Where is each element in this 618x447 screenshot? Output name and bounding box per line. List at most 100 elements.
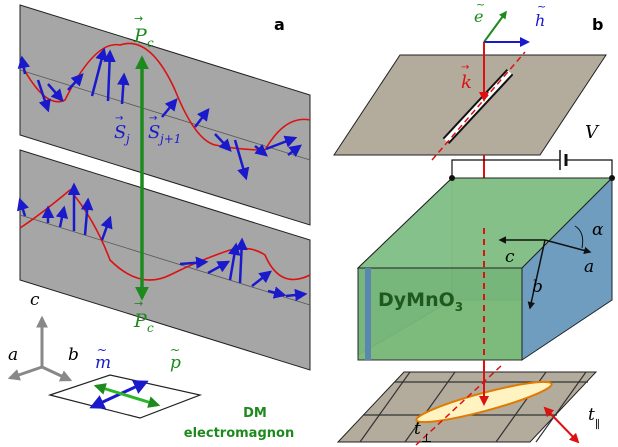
crystal-axis-a-line xyxy=(544,239,592,255)
m-label: m xyxy=(95,353,111,373)
t-parallel-arrow xyxy=(543,406,580,444)
h-tilde: ~ xyxy=(537,0,546,13)
spin-arrow-icon xyxy=(17,55,30,75)
panel-b: b ~ e ~ h → k V xyxy=(333,0,615,446)
spin-arrow-icon xyxy=(267,286,287,299)
t-par-symbol: t xyxy=(588,405,595,425)
crystal-right-face xyxy=(521,176,613,361)
spin-j-arrow: → xyxy=(115,113,123,124)
dm-label-line1: DM xyxy=(243,406,267,421)
crystal-axis-c-label: c xyxy=(505,247,515,267)
grid-line-v2 xyxy=(404,371,456,443)
voltage-circuit xyxy=(451,150,613,178)
spin-arrow-icon xyxy=(285,288,308,302)
e-label: e xyxy=(474,7,483,26)
spin-arrow-icon xyxy=(80,197,94,236)
spin-arrow-icon xyxy=(47,83,64,102)
spin-arrow-icon xyxy=(287,144,302,157)
pc-top-symbol: P xyxy=(133,25,148,47)
spin-arrow-icon xyxy=(214,133,232,152)
spin-arrow-icon xyxy=(117,72,130,105)
axis-triad-icon xyxy=(7,315,73,382)
m-tilde: ~ xyxy=(97,343,107,357)
crystal-label: DyMnO3 xyxy=(378,289,463,314)
spin-arrow-icon xyxy=(55,205,69,228)
spin-arrow-icon xyxy=(90,47,108,97)
spin-j-label: → S j xyxy=(114,113,130,146)
axis-c-label: c xyxy=(30,290,40,310)
pc-top-subscript: c xyxy=(147,36,154,50)
axis-a-label: a xyxy=(8,345,18,365)
crystal-subscript: 3 xyxy=(455,300,463,314)
p-label: p xyxy=(170,353,181,373)
spin-arrows-top xyxy=(17,47,302,181)
dm-label-line2: electromagnon xyxy=(184,426,294,441)
wire-left xyxy=(451,159,560,178)
spin-j1-subscript: j+1 xyxy=(157,132,181,146)
pc-bottom-label: → P c xyxy=(133,297,154,335)
electrode-dot-right xyxy=(609,175,615,181)
spin-j1-arrow: → xyxy=(149,113,157,124)
spin-arrow-icon xyxy=(251,270,272,287)
spin-arrow-icon xyxy=(17,197,29,217)
pc-top-arrow: → xyxy=(134,12,143,25)
spin-j-subscript: j xyxy=(123,132,130,146)
e-tilde: ~ xyxy=(476,0,485,11)
spin-arrow-icon xyxy=(233,139,250,181)
spin-arrow-icon xyxy=(67,73,84,91)
spin-arrow-icon xyxy=(194,108,210,128)
axis-b-line xyxy=(41,365,73,382)
spin-arrow-icon xyxy=(254,143,268,157)
grid-line-v1 xyxy=(359,371,411,443)
spin-arrow-icon xyxy=(100,215,113,241)
spin-arrow-icon xyxy=(161,98,178,118)
spin-arrow-icon xyxy=(265,135,298,151)
spin-arrow-icon xyxy=(179,256,209,269)
panel-a-letter: a xyxy=(274,15,285,34)
alpha-label: α xyxy=(592,220,604,240)
crystal-axis-b-label: b xyxy=(532,277,543,297)
electrode-dot-left xyxy=(449,175,455,181)
spin-j1-symbol: S xyxy=(148,122,160,143)
t-par-label: t∥ xyxy=(588,405,600,431)
t-perp-symbol: t xyxy=(414,419,421,439)
chain-axis-bottom xyxy=(19,214,311,306)
crystal-axis-b-line xyxy=(527,239,546,310)
p-vector-arrow xyxy=(93,383,161,408)
k-label: k xyxy=(461,72,472,93)
spin-arrow-icon xyxy=(228,242,241,281)
pc-top-label: → P c xyxy=(133,12,154,50)
axis-b-label: b xyxy=(68,345,79,365)
h-label: h xyxy=(535,11,545,30)
spin-j-symbol: S xyxy=(114,122,126,143)
axis-a-line xyxy=(7,365,43,381)
spin-arrow-icon xyxy=(103,49,116,102)
crystal-name: DyMnO xyxy=(378,289,455,311)
pc-bottom-arrow: → xyxy=(134,297,143,310)
panel-b-letter: b xyxy=(592,15,603,34)
spin-arrow-icon xyxy=(235,237,248,284)
pc-bottom-subscript: c xyxy=(147,321,154,335)
e-axis-arrow xyxy=(483,10,507,43)
t-perp-subscript: ⊥ xyxy=(421,431,432,445)
crystal-axis-a-label: a xyxy=(584,257,594,277)
alpha-arc xyxy=(574,225,584,249)
spin-arrow-icon xyxy=(207,260,231,275)
mode-diamond xyxy=(47,374,203,419)
polarizer-axis-dashed xyxy=(431,51,526,161)
wire-right xyxy=(566,159,613,178)
polarizer-plate xyxy=(333,54,607,156)
crystal-axes xyxy=(498,236,592,310)
spin-arrows-bottom xyxy=(17,182,308,302)
p-tilde: ~ xyxy=(170,343,180,357)
t-perp-label: t⊥ xyxy=(414,419,432,445)
spin-arrow-icon xyxy=(36,79,51,113)
crystal-front-face xyxy=(357,267,523,361)
spin-j1-label: → S j+1 xyxy=(148,113,181,146)
voltage-label: V xyxy=(585,122,600,143)
pc-bottom-symbol: P xyxy=(133,310,148,332)
t-par-subscript: ∥ xyxy=(595,418,600,431)
panel-a: a → P c → P c → S j → S j+1 c a b xyxy=(7,4,311,441)
k-arrow: → xyxy=(461,62,469,73)
